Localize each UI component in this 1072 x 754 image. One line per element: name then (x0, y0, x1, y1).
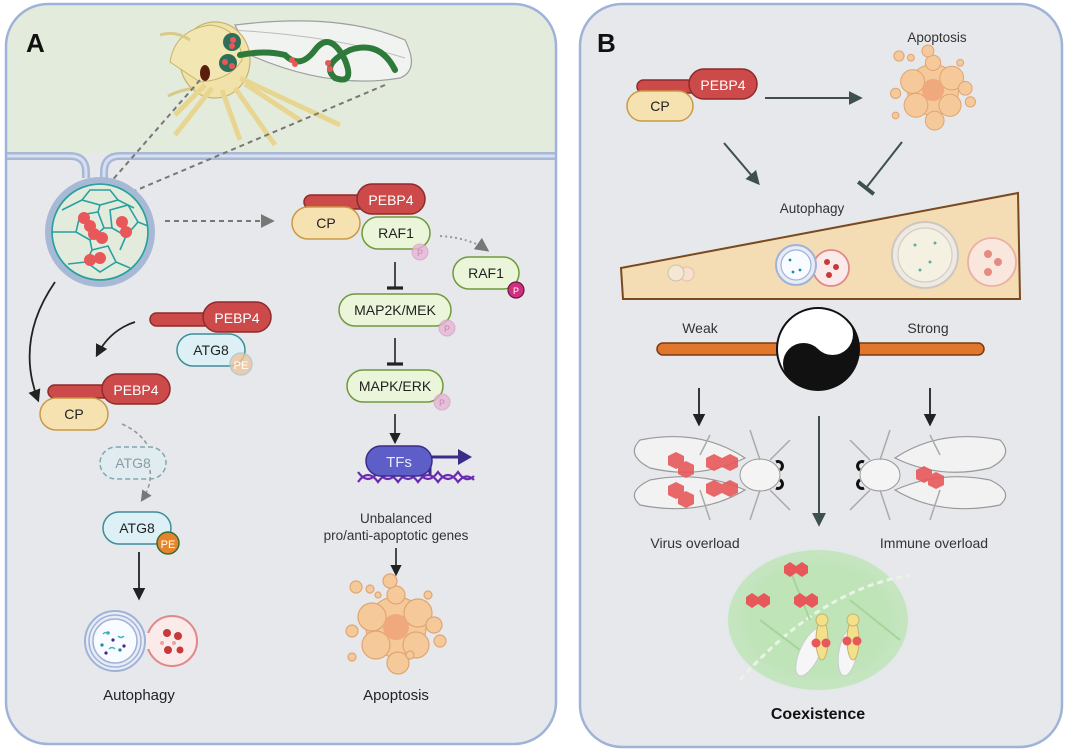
cp-label: CP (64, 406, 83, 422)
svg-text:P: P (417, 248, 423, 258)
raf1-protein (361, 216, 431, 250)
transcription-factor-dna-icon: TFs (357, 445, 475, 484)
weak-label: Weak (682, 320, 719, 336)
pebp4-cp-complex: PEBP4 CP (39, 373, 171, 431)
activation-arrow (28, 281, 56, 403)
whitefly-immune-overload-icon (849, 429, 1007, 521)
mek-label: MAP2K/MEK (354, 302, 436, 318)
svg-text:PE: PE (234, 360, 249, 372)
autophagy-label-b: Autophagy (780, 201, 845, 216)
apoptotic-cell-icon (345, 573, 447, 675)
whitefly-icon (159, 20, 412, 147)
apoptotic-cell-icon (889, 44, 977, 131)
cp-protein (291, 206, 361, 240)
clathrin-coated-vesicle-icon (45, 177, 155, 287)
panel-b-label: B (597, 28, 616, 58)
tfs-label: TFs (386, 454, 412, 471)
pe-faded-icon (229, 352, 253, 376)
pebp4-atg8-complex: PEBP4 ATG8 PE (149, 301, 272, 376)
pebp4-cp-raf1-complex: PEBP4 CP RAF1 P (291, 183, 431, 261)
autophagolysosome-medium-icon (775, 244, 850, 287)
dashed-connector (121, 423, 149, 447)
pebp4-label: PEBP4 (700, 77, 745, 93)
activation-arrow (95, 321, 136, 358)
svg-text:PE: PE (161, 539, 176, 551)
phosphate-faded-icon (433, 393, 451, 411)
pebp4-cp-complex-b: PEBP4 CP (626, 68, 758, 122)
coexistence-label: Coexistence (771, 706, 865, 723)
whitefly-virus-overload-icon (633, 429, 791, 521)
raf1-free-label: RAF1 (468, 265, 504, 281)
phosphate-icon (507, 281, 525, 299)
pebp4-label: PEBP4 (368, 192, 413, 208)
panel-a: A (4, 2, 558, 746)
yin-yang-icon (776, 307, 860, 391)
atg8-label: ATG8 (193, 342, 229, 358)
erk-protein: MAPK/ERK P (346, 369, 451, 411)
panel-a-border (4, 2, 558, 746)
erk-label: MAPK/ERK (359, 378, 432, 394)
atg8-pe-complex: ATG8 PE (102, 511, 180, 555)
dashed-arrow (140, 469, 152, 502)
pebp4-protein (356, 183, 426, 215)
pebp4-label: PEBP4 (113, 382, 158, 398)
inhibition-arrow (856, 141, 903, 196)
genes-label-line1: Unbalanced (360, 511, 432, 526)
zoom-connector-line (124, 84, 386, 196)
activation-arrow (723, 142, 760, 186)
pebp4-label: PEBP4 (214, 310, 259, 326)
atg8-label: ATG8 (119, 520, 155, 536)
immune-overload-label: Immune overload (880, 535, 988, 551)
panel-a-label: A (26, 28, 45, 58)
svg-text:P: P (513, 286, 519, 296)
svg-text:P: P (439, 398, 445, 408)
atg8-dashed-state: ATG8 (99, 446, 167, 480)
raf1-label: RAF1 (378, 225, 414, 241)
cp-label: CP (316, 215, 335, 231)
phosphate-faded-icon (411, 243, 429, 261)
phosphate-faded-icon (438, 319, 456, 337)
virus-overload-label: Virus overload (650, 535, 739, 551)
apoptosis-label-a: Apoptosis (363, 687, 429, 704)
pe-icon (156, 531, 180, 555)
strong-label: Strong (907, 320, 948, 336)
panel-b: B PEBP4 CP Apoptosis Au (578, 2, 1064, 749)
mek-protein: MAP2K/MEK P (338, 293, 456, 337)
atg8-dashed-label: ATG8 (115, 455, 151, 471)
autophagolysosome-large-icon (891, 221, 1017, 289)
autophagolysosome-small-icon (667, 264, 695, 282)
svg-text:P: P (444, 324, 450, 334)
phosphorylation-arrow (439, 235, 490, 252)
raf1-phosphorylated: RAF1 P (452, 256, 525, 299)
autophagy-label-a: Autophagy (103, 687, 175, 704)
apoptosis-label-b: Apoptosis (907, 30, 967, 45)
genes-label-line2: pro/anti-apoptotic genes (324, 528, 469, 543)
coexistence-leaf-icon (722, 545, 914, 695)
autophagolysosome-icon (84, 610, 198, 672)
cp-label: CP (650, 98, 669, 114)
